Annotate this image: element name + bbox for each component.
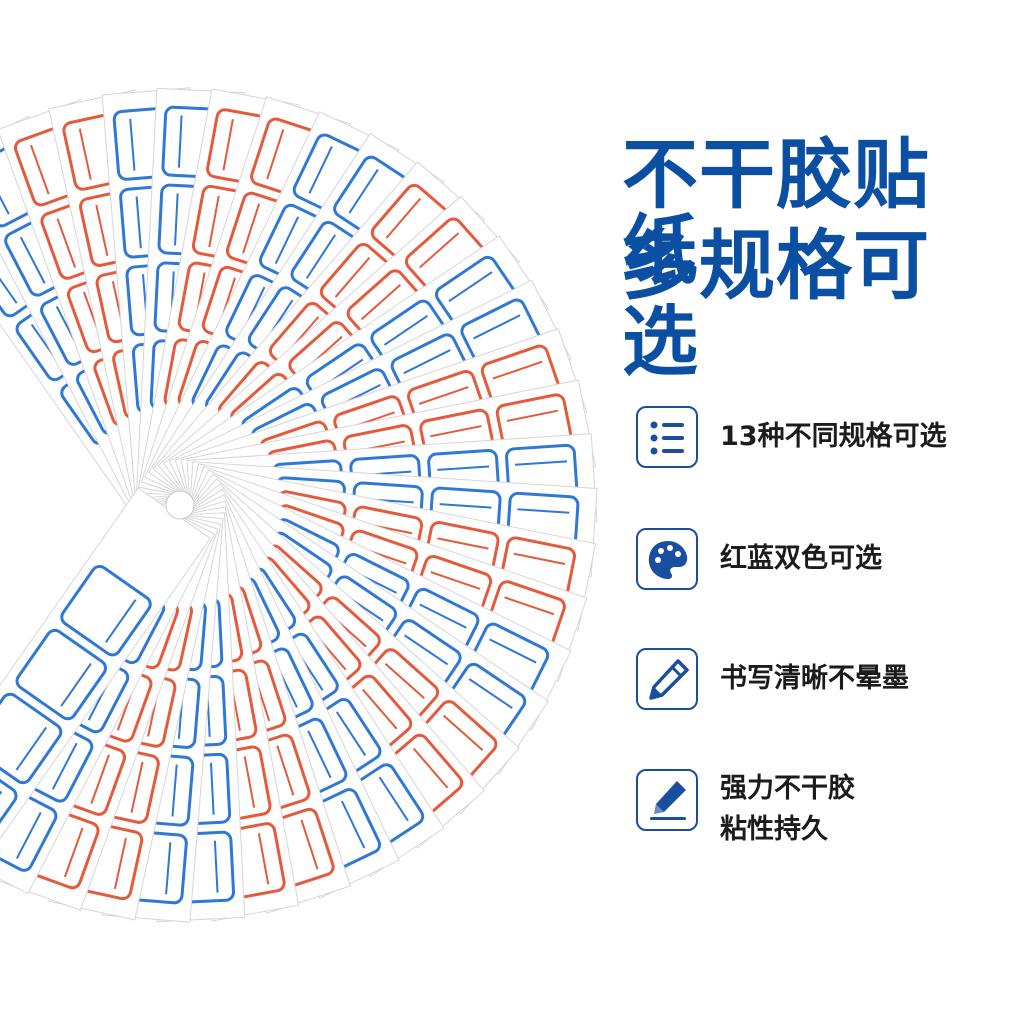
list-icon: [636, 406, 698, 468]
headline-line-2: 多规格可选: [622, 221, 930, 386]
feature-writing-text: 书写清晰不晕墨: [720, 663, 909, 694]
feature-sizes-text: 13种不同规格可选: [720, 421, 947, 452]
feature-adhesive-line-1: 强力不干胶: [720, 773, 855, 804]
pencil-icon: [636, 648, 698, 710]
feature-colors-text: 红蓝双色可选: [720, 543, 882, 574]
pen-underline-icon: [636, 769, 698, 831]
headline-line-1: 不干胶贴纸: [622, 130, 930, 295]
feature-adhesive-line-2: 粘性持久: [720, 814, 828, 845]
palette-icon: [636, 528, 698, 590]
